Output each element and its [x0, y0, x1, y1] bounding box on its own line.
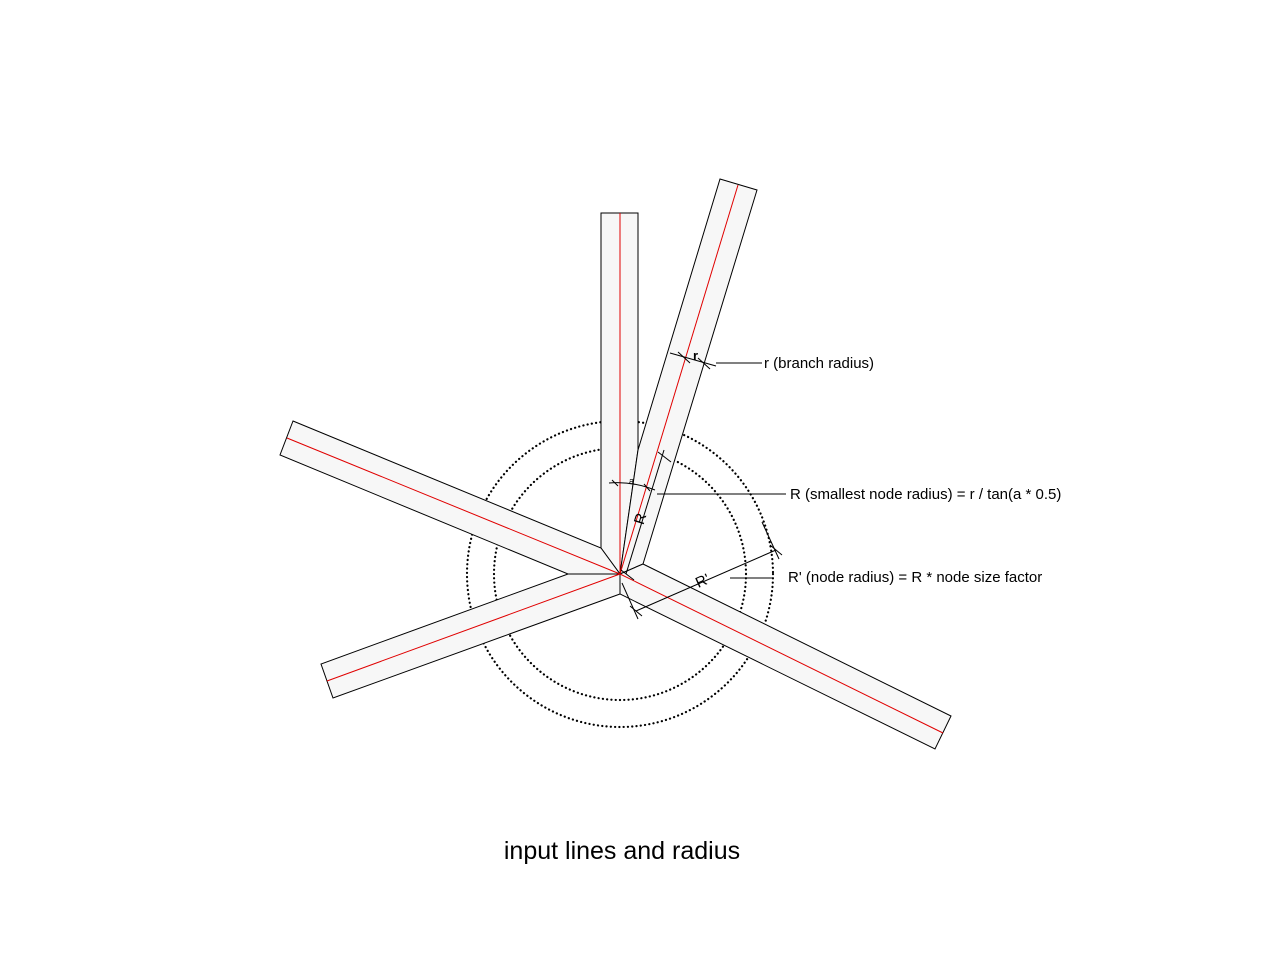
- dimension-label-R-prime: R': [693, 571, 713, 592]
- branch-bands: [279, 178, 952, 750]
- centerline-lower-left: [326, 573, 621, 682]
- smallest-node-radius-dimension: R R (smallest node radius) = r / tan(a *…: [620, 449, 1061, 581]
- branch-lower-left: [320, 573, 621, 699]
- branch-centerlines: [286, 184, 944, 734]
- branch-lower-right: [619, 563, 952, 750]
- centerline-lower-right: [619, 573, 944, 734]
- node-radius-dimension: R' R' (node radius) = R * node size fact…: [621, 521, 1042, 620]
- branch-upper-left: [279, 420, 621, 575]
- node-radius-annotation: R' (node radius) = R * node size factor: [788, 569, 1042, 586]
- node-radius-circle: [465, 419, 775, 729]
- dimension-label-R: R: [631, 511, 650, 526]
- branch-radius-dimension: r r (branch radius): [669, 348, 874, 372]
- smallest-node-radius-annotation: R (smallest node radius) = r / tan(a * 0…: [790, 486, 1061, 503]
- angle-dimension: a: [608, 476, 656, 492]
- centerline-diagonal: [619, 184, 739, 575]
- branch-radius-annotation: r (branch radius): [764, 355, 874, 372]
- diagram-caption: input lines and radius: [504, 837, 740, 865]
- centerline-upper-left: [286, 437, 621, 575]
- dimension-label-r: r: [693, 348, 698, 363]
- dimension-label-a: a: [629, 476, 634, 486]
